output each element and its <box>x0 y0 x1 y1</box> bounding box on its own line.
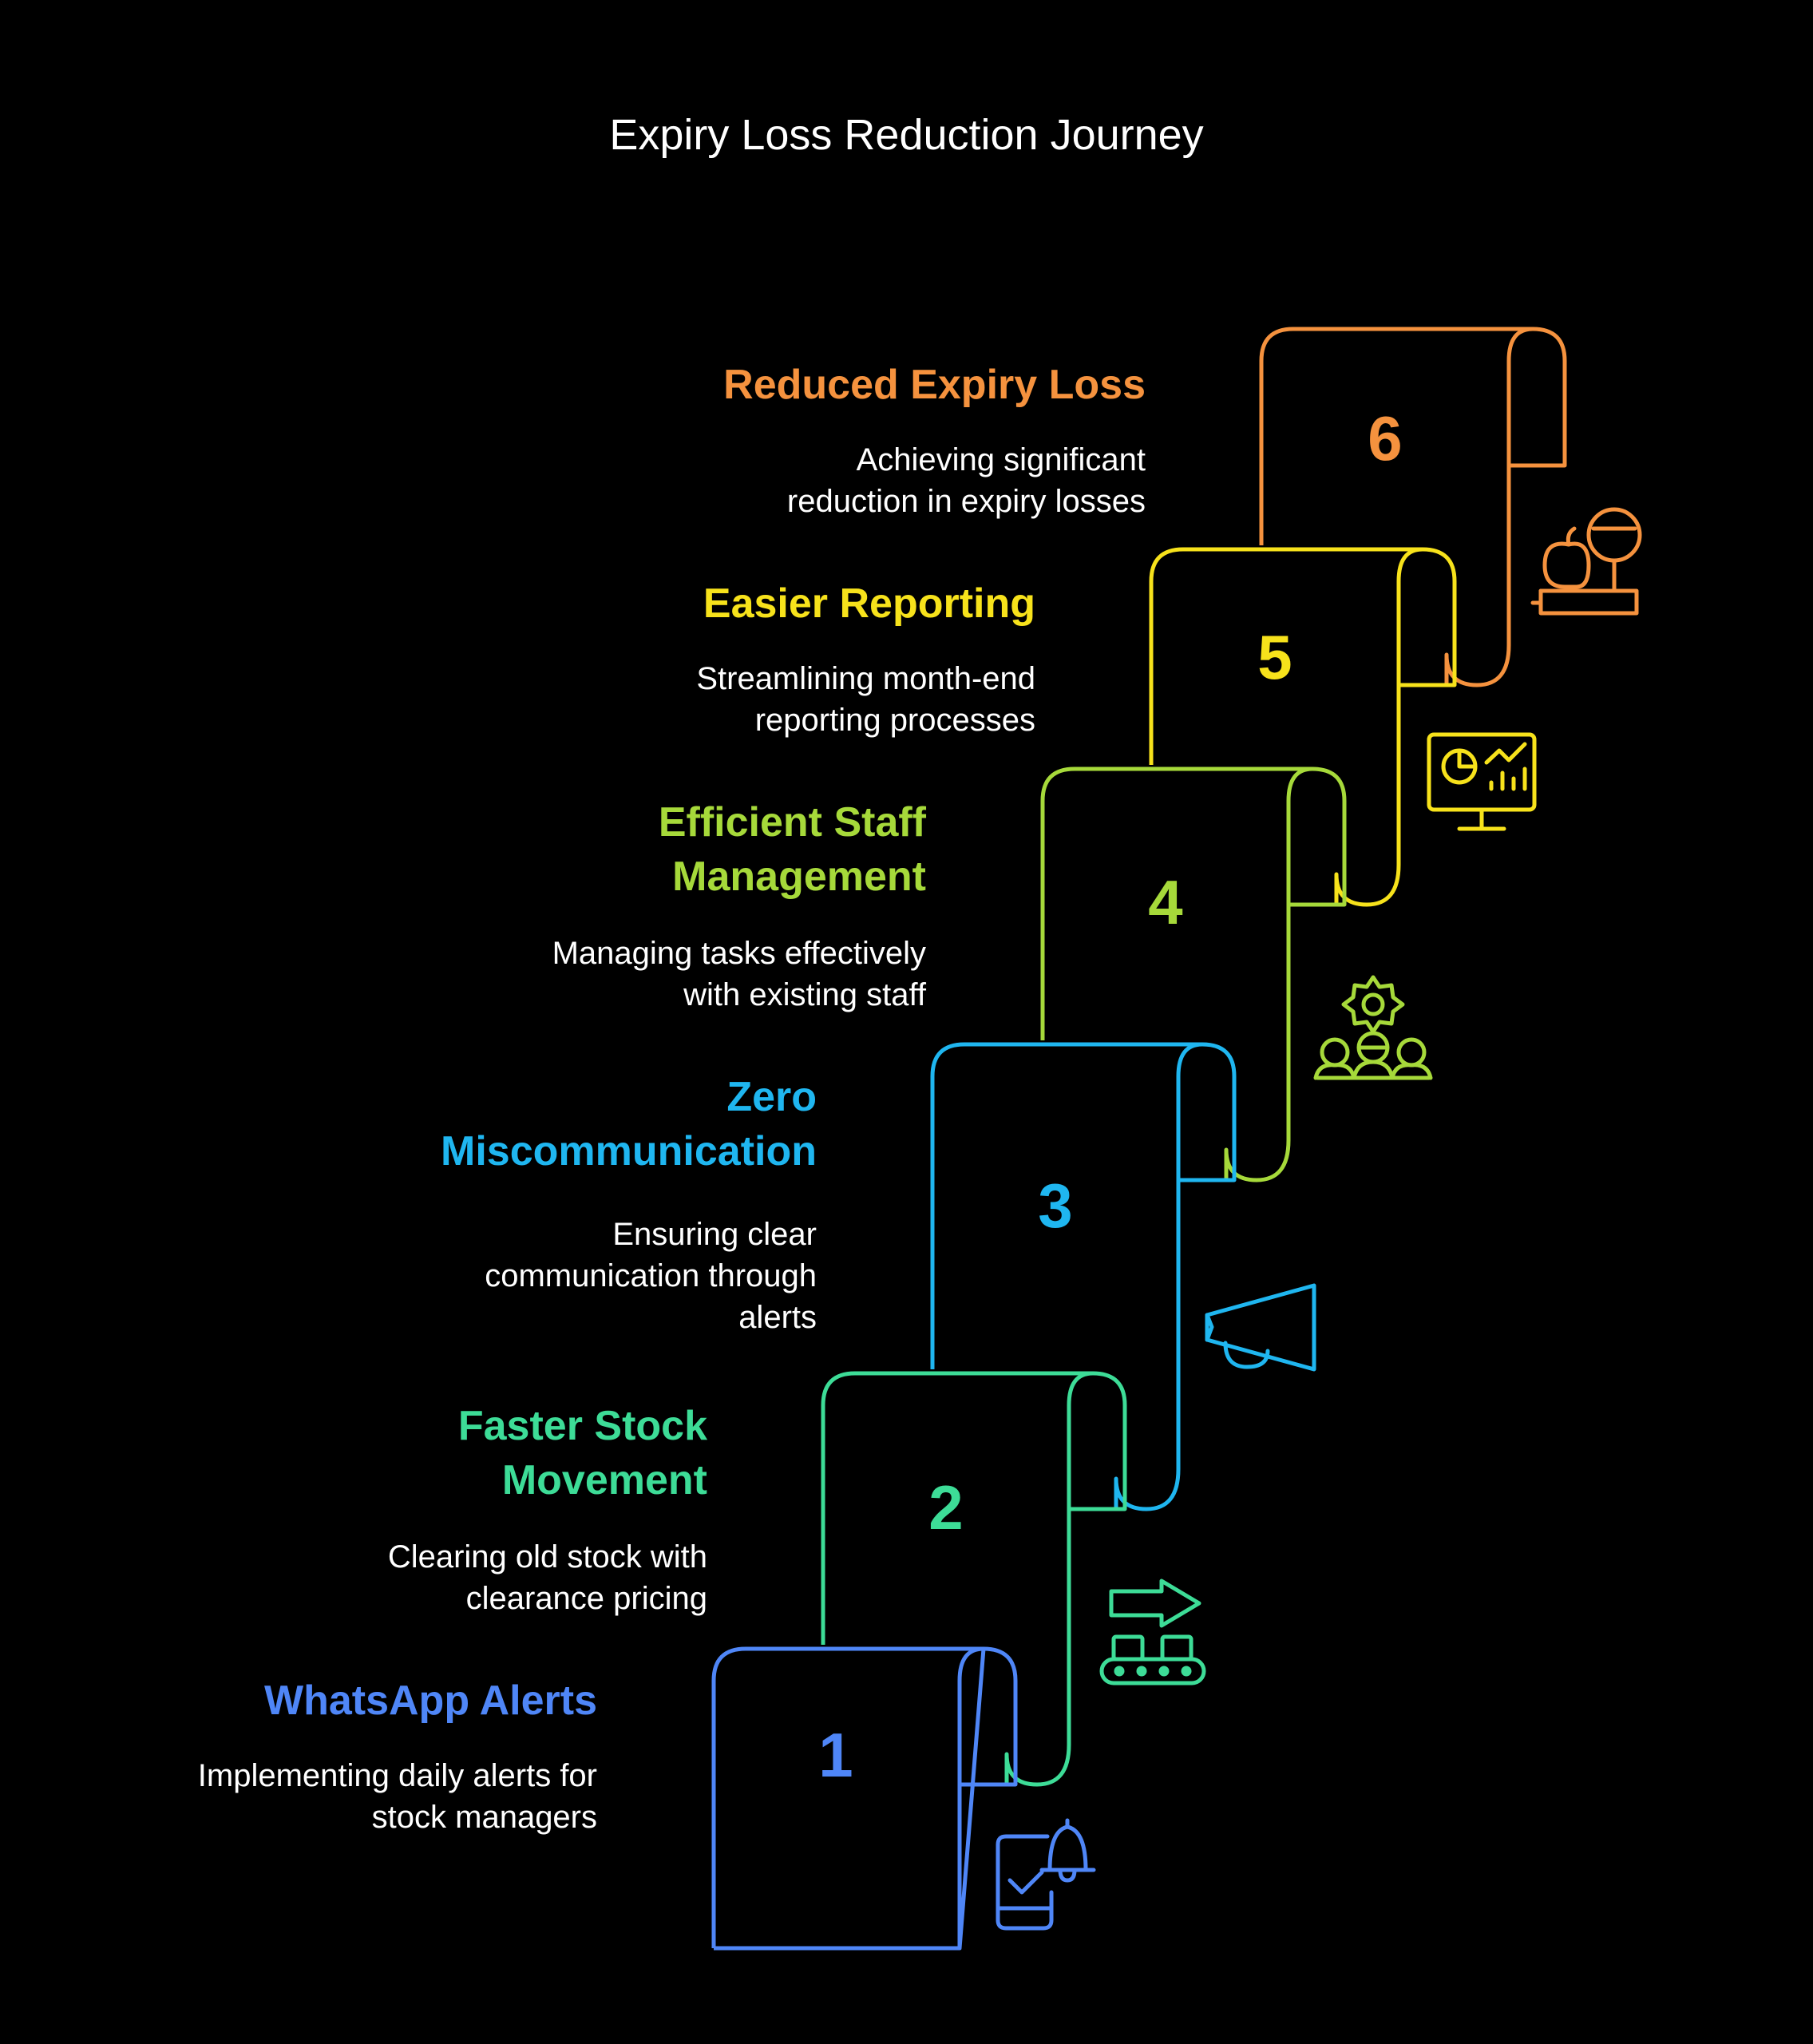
step-6-title: Reduced Expiry Loss <box>723 362 1146 408</box>
team-gear-icon <box>1313 975 1433 1080</box>
page-title: Expiry Loss Reduction Journey <box>609 111 1204 159</box>
step-3-number: 3 <box>1038 1171 1072 1241</box>
step-4-scroll <box>1040 766 1347 1182</box>
step-3-title: Zero Miscommunication <box>441 1074 817 1175</box>
step-4-number: 4 <box>1148 867 1182 937</box>
step-2-number: 2 <box>928 1472 963 1543</box>
conveyor-arrow-icon <box>1099 1579 1206 1686</box>
scale-apple-icon <box>1530 507 1642 616</box>
step-4-description: Managing tasks effectively with existing… <box>552 936 926 1012</box>
step-6-number: 6 <box>1368 403 1402 473</box>
step-2-scroll <box>821 1371 1127 1787</box>
step-3-description: Ensuring clear communication through ale… <box>485 1217 817 1335</box>
step-1-title: WhatsApp Alerts <box>264 1678 597 1724</box>
step-6-scroll <box>1259 327 1567 687</box>
dashboard-monitor-icon <box>1427 732 1537 831</box>
step-4-title: Efficient Staff Management <box>658 799 926 900</box>
step-5-number: 5 <box>1257 622 1292 692</box>
step-5-title: Easier Reporting <box>703 580 1035 627</box>
step-3-scroll <box>930 1042 1237 1511</box>
phone-bell-icon <box>996 1818 1096 1931</box>
step-1-scroll <box>711 1646 1018 1951</box>
step-2-description: Clearing old stock with clearance pricin… <box>387 1539 707 1616</box>
step-5-description: Streamlining month-end reporting process… <box>696 661 1035 738</box>
step-1-description: Implementing daily alerts for stock mana… <box>197 1758 597 1835</box>
step-1-number: 1 <box>818 1720 853 1790</box>
step-2-title: Faster Stock Movement <box>457 1403 707 1503</box>
step-6-description: Achieving significant reduction in expir… <box>786 442 1146 519</box>
step-5-scroll <box>1149 547 1457 907</box>
megaphone-icon <box>1205 1283 1316 1372</box>
